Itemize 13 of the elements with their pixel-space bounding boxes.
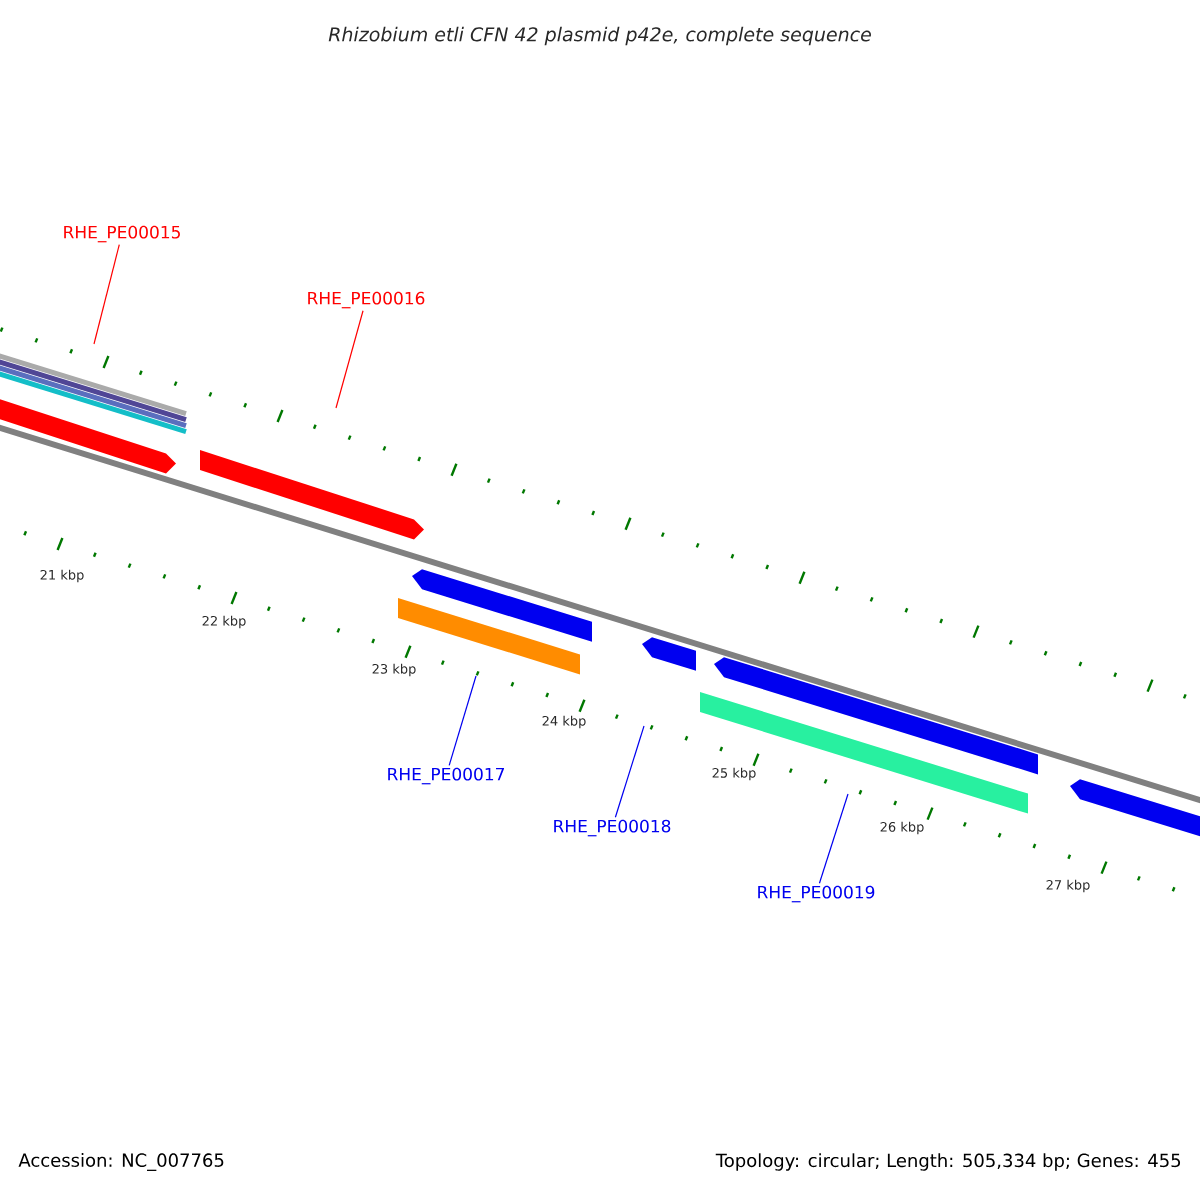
title: Rhizobium etli CFN 42 plasmid p42e, complete sequence [328,26,871,46]
gene-label: RHE_PE00015 [64,225,180,243]
leader-line [335,310,364,409]
leader-line [818,793,849,884]
footer-text: Accession: NC_007765 [18,1153,224,1171]
leader-line [614,725,645,818]
gene-label: RHE_PE00018 [554,819,671,837]
leader-line [93,244,120,345]
leader-line [448,675,477,766]
footer-text: Topology: circular; Length: 505,334 bp; Genes: 455 [715,1153,1181,1171]
gene-label: RHE_PE00016 [308,291,425,309]
gene-label: RHE_PE00017 [388,767,504,785]
gene-label: RHE_PE00019 [758,885,875,903]
